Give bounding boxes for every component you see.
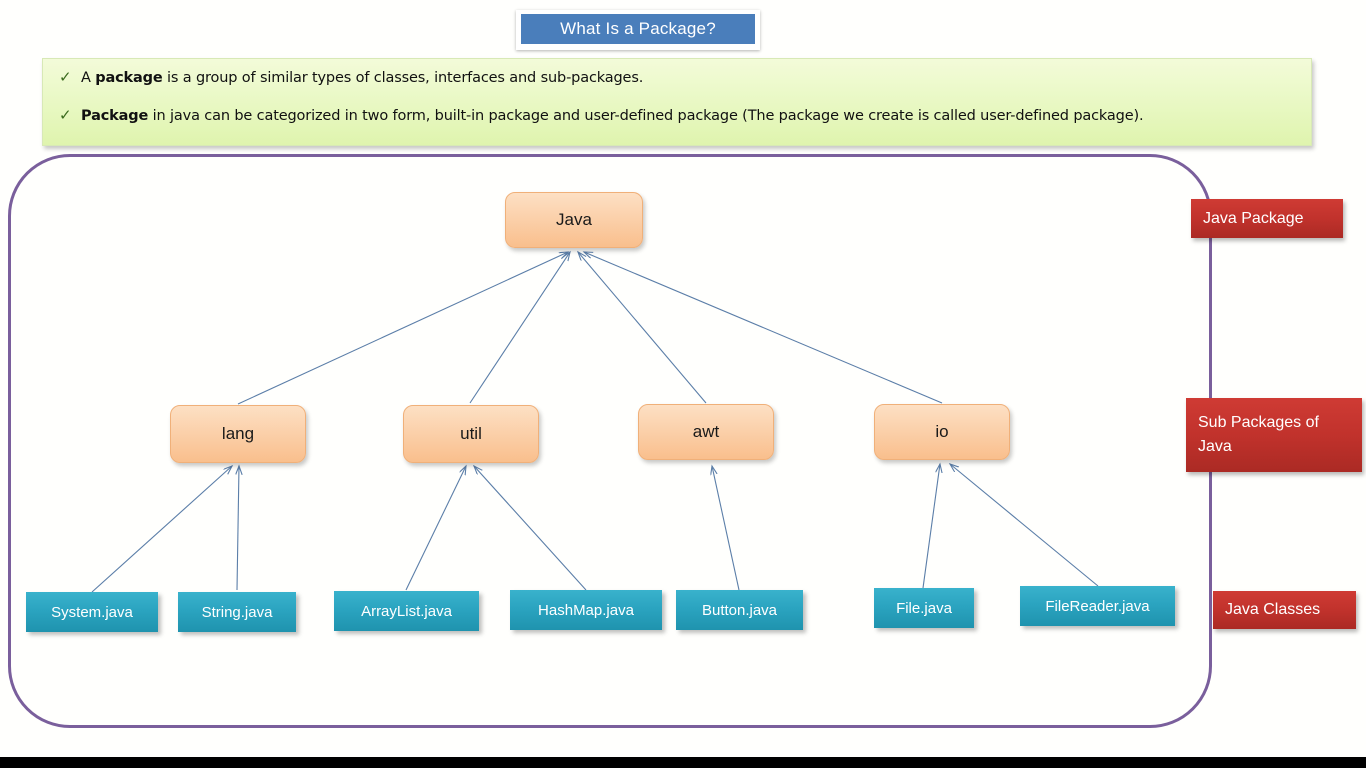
definition-panel: ✓ A package is a group of similar types … — [42, 58, 1312, 146]
checkmark-icon: ✓ — [59, 107, 72, 124]
page-title: What Is a Package? — [521, 14, 755, 44]
class-node-string-java[interactable]: String.java — [178, 592, 296, 632]
bullet-text: Package in java can be categorized in tw… — [81, 105, 1144, 127]
node-label: File.java — [896, 599, 952, 617]
bullet-text: A package is a group of similar types of… — [81, 67, 643, 89]
node-label: String.java — [201, 603, 273, 621]
node-label: System.java — [51, 603, 133, 621]
class-node-button-java[interactable]: Button.java — [676, 590, 803, 630]
legend-sub-packages: Sub Packages of Java — [1186, 398, 1362, 472]
package-node-lang[interactable]: lang — [170, 405, 306, 463]
legend-java-classes: Java Classes — [1213, 591, 1356, 629]
legend-label: Java Classes — [1225, 601, 1321, 618]
bullet-bold: package — [95, 70, 163, 86]
bullet-rest: is a group of similar types of classes, … — [162, 70, 644, 86]
bullet-bold: Package — [81, 108, 149, 124]
node-label: io — [935, 422, 949, 441]
package-node-util[interactable]: util — [403, 405, 539, 463]
bullet-item: ✓ A package is a group of similar types … — [57, 67, 1297, 89]
bullet-item: ✓ Package in java can be categorized in … — [57, 105, 1297, 127]
package-node-java[interactable]: Java — [505, 192, 643, 248]
class-node-system-java[interactable]: System.java — [26, 592, 158, 632]
legend-label: Sub Packages of Java — [1198, 414, 1319, 455]
bottom-letterbox-bar — [0, 757, 1366, 768]
bullet-lead: A — [81, 70, 96, 86]
checkmark-icon: ✓ — [59, 69, 72, 86]
node-label: awt — [692, 422, 720, 441]
node-label: ArrayList.java — [361, 602, 452, 620]
node-label: Button.java — [701, 601, 778, 619]
node-label: Java — [556, 210, 592, 229]
class-node-filereader-java[interactable]: FileReader.java — [1020, 586, 1175, 626]
node-label: FileReader.java — [1045, 597, 1150, 615]
class-node-file-java[interactable]: File.java — [874, 588, 974, 628]
node-label: lang — [221, 424, 255, 443]
node-label: util — [460, 424, 482, 443]
slide-title-container: What Is a Package? — [516, 10, 760, 50]
package-node-io[interactable]: io — [874, 404, 1010, 460]
bullet-rest: in java can be categorized in two form, … — [148, 108, 1144, 124]
node-label: HashMap.java — [538, 601, 634, 619]
legend-java-package: Java Package — [1191, 199, 1343, 238]
package-node-awt[interactable]: awt — [638, 404, 774, 460]
class-node-arraylist-java[interactable]: ArrayList.java — [334, 591, 479, 631]
legend-label: Java Package — [1203, 209, 1304, 227]
class-node-hashmap-java[interactable]: HashMap.java — [510, 590, 662, 630]
